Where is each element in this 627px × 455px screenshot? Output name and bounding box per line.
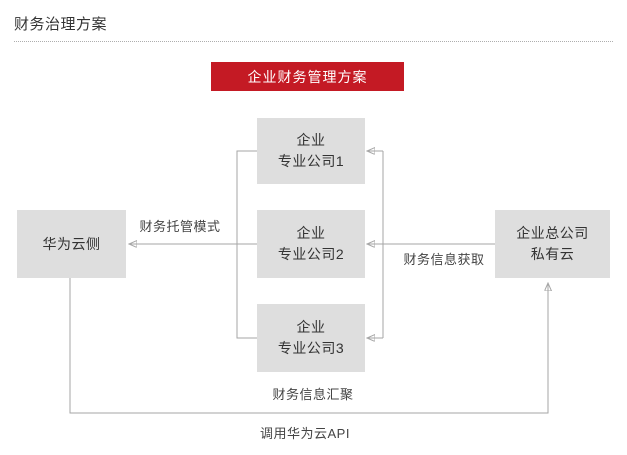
node-huawei-cloud-side: 华为云侧: [17, 210, 126, 278]
node-hq-private-cloud: 企业总公司 私有云: [495, 210, 610, 278]
dotted-divider: [14, 41, 613, 42]
edge-label-info-fetch: 财务信息获取: [403, 252, 485, 267]
node-subsidiary-3: 企业 专业公司3: [257, 304, 365, 372]
node-subsidiary-2: 企业 专业公司2: [257, 210, 365, 278]
page-title: 财务治理方案: [14, 16, 108, 33]
edge-label-custody-mode: 财务托管模式: [139, 219, 221, 234]
edge-label-call-api: 调用华为云API: [260, 426, 350, 441]
edge-label-info-aggregate: 财务信息汇聚: [272, 387, 354, 402]
node-subsidiary-1: 企业 专业公司1: [257, 118, 365, 184]
edge-left-trunk: [236, 150, 257, 339]
node-finance-management-plan: 企业财务管理方案: [211, 62, 404, 91]
